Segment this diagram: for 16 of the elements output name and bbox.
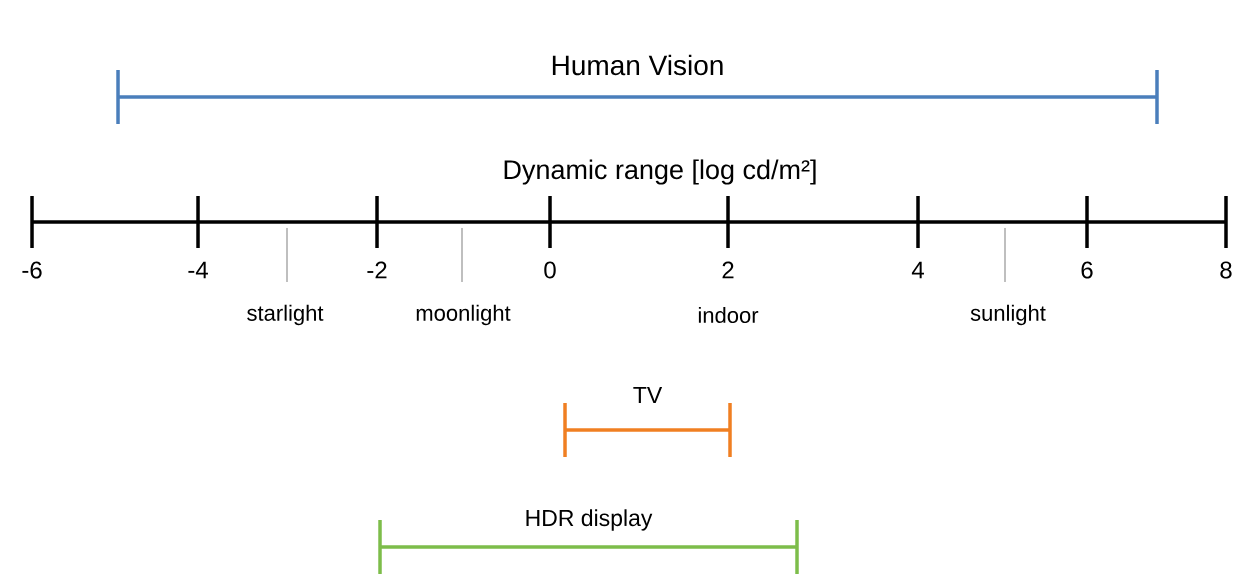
tick-label: -6: [22, 261, 42, 279]
light-level-label: starlight: [247, 304, 324, 326]
tick-label: -4: [188, 261, 208, 279]
tick-label: 6: [1081, 261, 1093, 279]
tick-label: 4: [911, 261, 924, 279]
light-level-label: moonlight: [416, 304, 511, 326]
range-label: TV: [633, 387, 663, 403]
light-level-label: indoor: [698, 306, 759, 324]
range-label: Human Vision: [552, 54, 723, 76]
axis-title: Dynamic range [log cd/m²]: [504, 159, 816, 185]
range-label: HDR display: [526, 509, 653, 531]
light-level-label: sunlight: [970, 304, 1046, 326]
tick-label: 8: [1220, 261, 1232, 279]
tick-label: 2: [722, 261, 734, 279]
tick-label: -2: [367, 261, 387, 279]
tick-label: 0: [544, 261, 556, 279]
